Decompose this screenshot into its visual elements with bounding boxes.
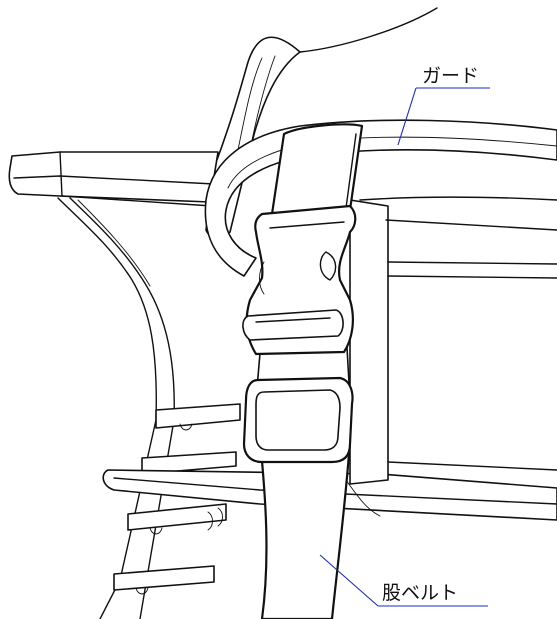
seat-side-panel: [349, 199, 557, 485]
buckle: [242, 204, 357, 356]
tray-board: [8, 151, 219, 207]
chair-frame-leg: [57, 197, 175, 619]
footrest-steps: [113, 403, 241, 595]
leader-line-crotch-belt-pointer: [319, 554, 379, 607]
label-guard: ガード: [422, 65, 479, 87]
callout-guard: ガード: [397, 65, 490, 146]
callout-crotch-belt: 股ベルト: [319, 554, 488, 607]
leader-line-guard-pointer: [397, 87, 417, 146]
strap-adjuster: [242, 376, 354, 464]
label-crotch-belt: 股ベルト: [382, 582, 458, 604]
